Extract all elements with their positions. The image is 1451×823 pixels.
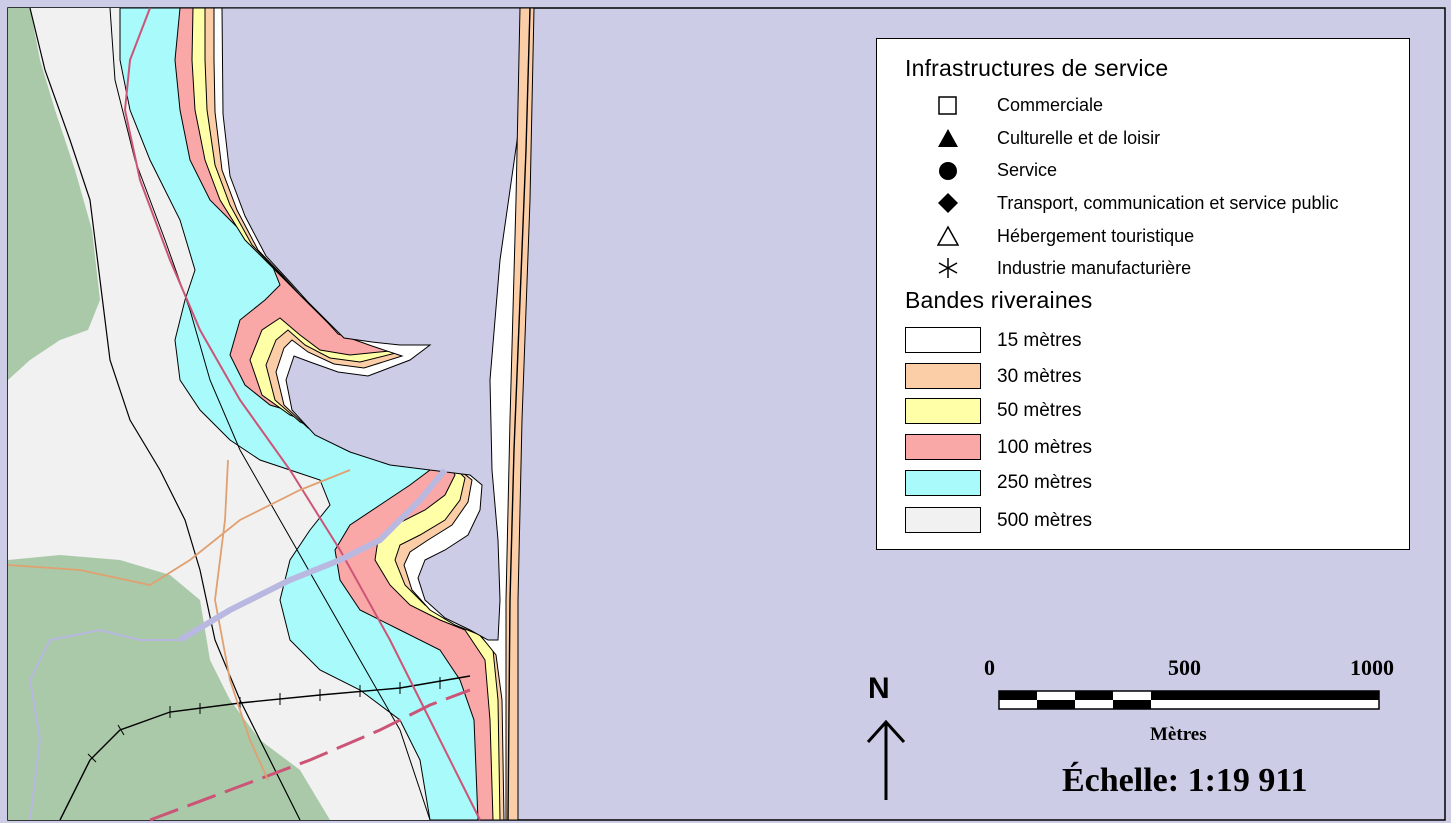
stream [178,468,448,643]
legend-service-label: Transport, communication et service publ… [997,193,1339,213]
band-label: 500 mètres [997,510,1093,531]
red-road [123,7,481,821]
map-legend: Infrastructures de service Commerciale C… [876,38,1410,550]
red-dashed-road [149,688,471,822]
stream-west [28,628,180,821]
east-shore-strip [505,7,535,821]
legend-service-label: Hébergement touristique [997,226,1195,246]
legend-service-label: Industrie manufacturière [997,258,1192,278]
triangle-filled-icon [935,125,961,151]
diamond-filled-icon [935,190,961,216]
scale-tick-1000: 1000 [1350,655,1394,680]
legend-service-label: Service [997,160,1058,180]
band-swatch-15 [905,327,981,353]
north-label: N [868,672,890,705]
band-label: 30 mètres [997,366,1082,387]
circle-filled-icon [935,158,961,184]
legend-service-label: Culturelle et de loisir [997,128,1161,148]
asterisk-icon [935,255,961,281]
forest-patch [60,690,170,770]
band-swatch-50 [905,398,981,424]
band-label: 50 mètres [997,400,1082,421]
band-swatch-500 [905,507,981,533]
orange-road-2 [214,459,269,781]
band-label: 15 mètres [997,330,1082,351]
legend-services-title: Infrastructures de service [905,55,1169,81]
forest-area-north [8,8,100,380]
triangle-outline-icon [935,223,961,249]
bay-water [221,7,529,641]
scale-bar [998,690,1380,710]
band-label: 100 mètres [997,437,1093,458]
boundary-line-outer [29,7,301,821]
scale-tick-500: 500 [1168,655,1201,680]
boundary-line-inner [109,7,431,821]
square-outline-icon [935,93,961,119]
orange-road [7,469,351,586]
band-swatch-100 [905,434,981,460]
railway-line [59,675,471,821]
band-swatch-250 [905,470,981,496]
legend-service-label: Commerciale [997,95,1104,115]
legend-bands-title: Bandes riveraines [905,287,1093,313]
band-label: 250 mètres [997,472,1093,493]
band-swatch-30 [905,363,981,389]
north-arrow-icon [866,719,906,800]
railway-east [507,7,531,821]
scale-unit: Mètres [1150,724,1207,745]
scale-tick-0: 0 [984,655,995,680]
railway-ticks [87,677,441,763]
scale-ratio: Échelle: 1:19 911 [1062,762,1308,799]
